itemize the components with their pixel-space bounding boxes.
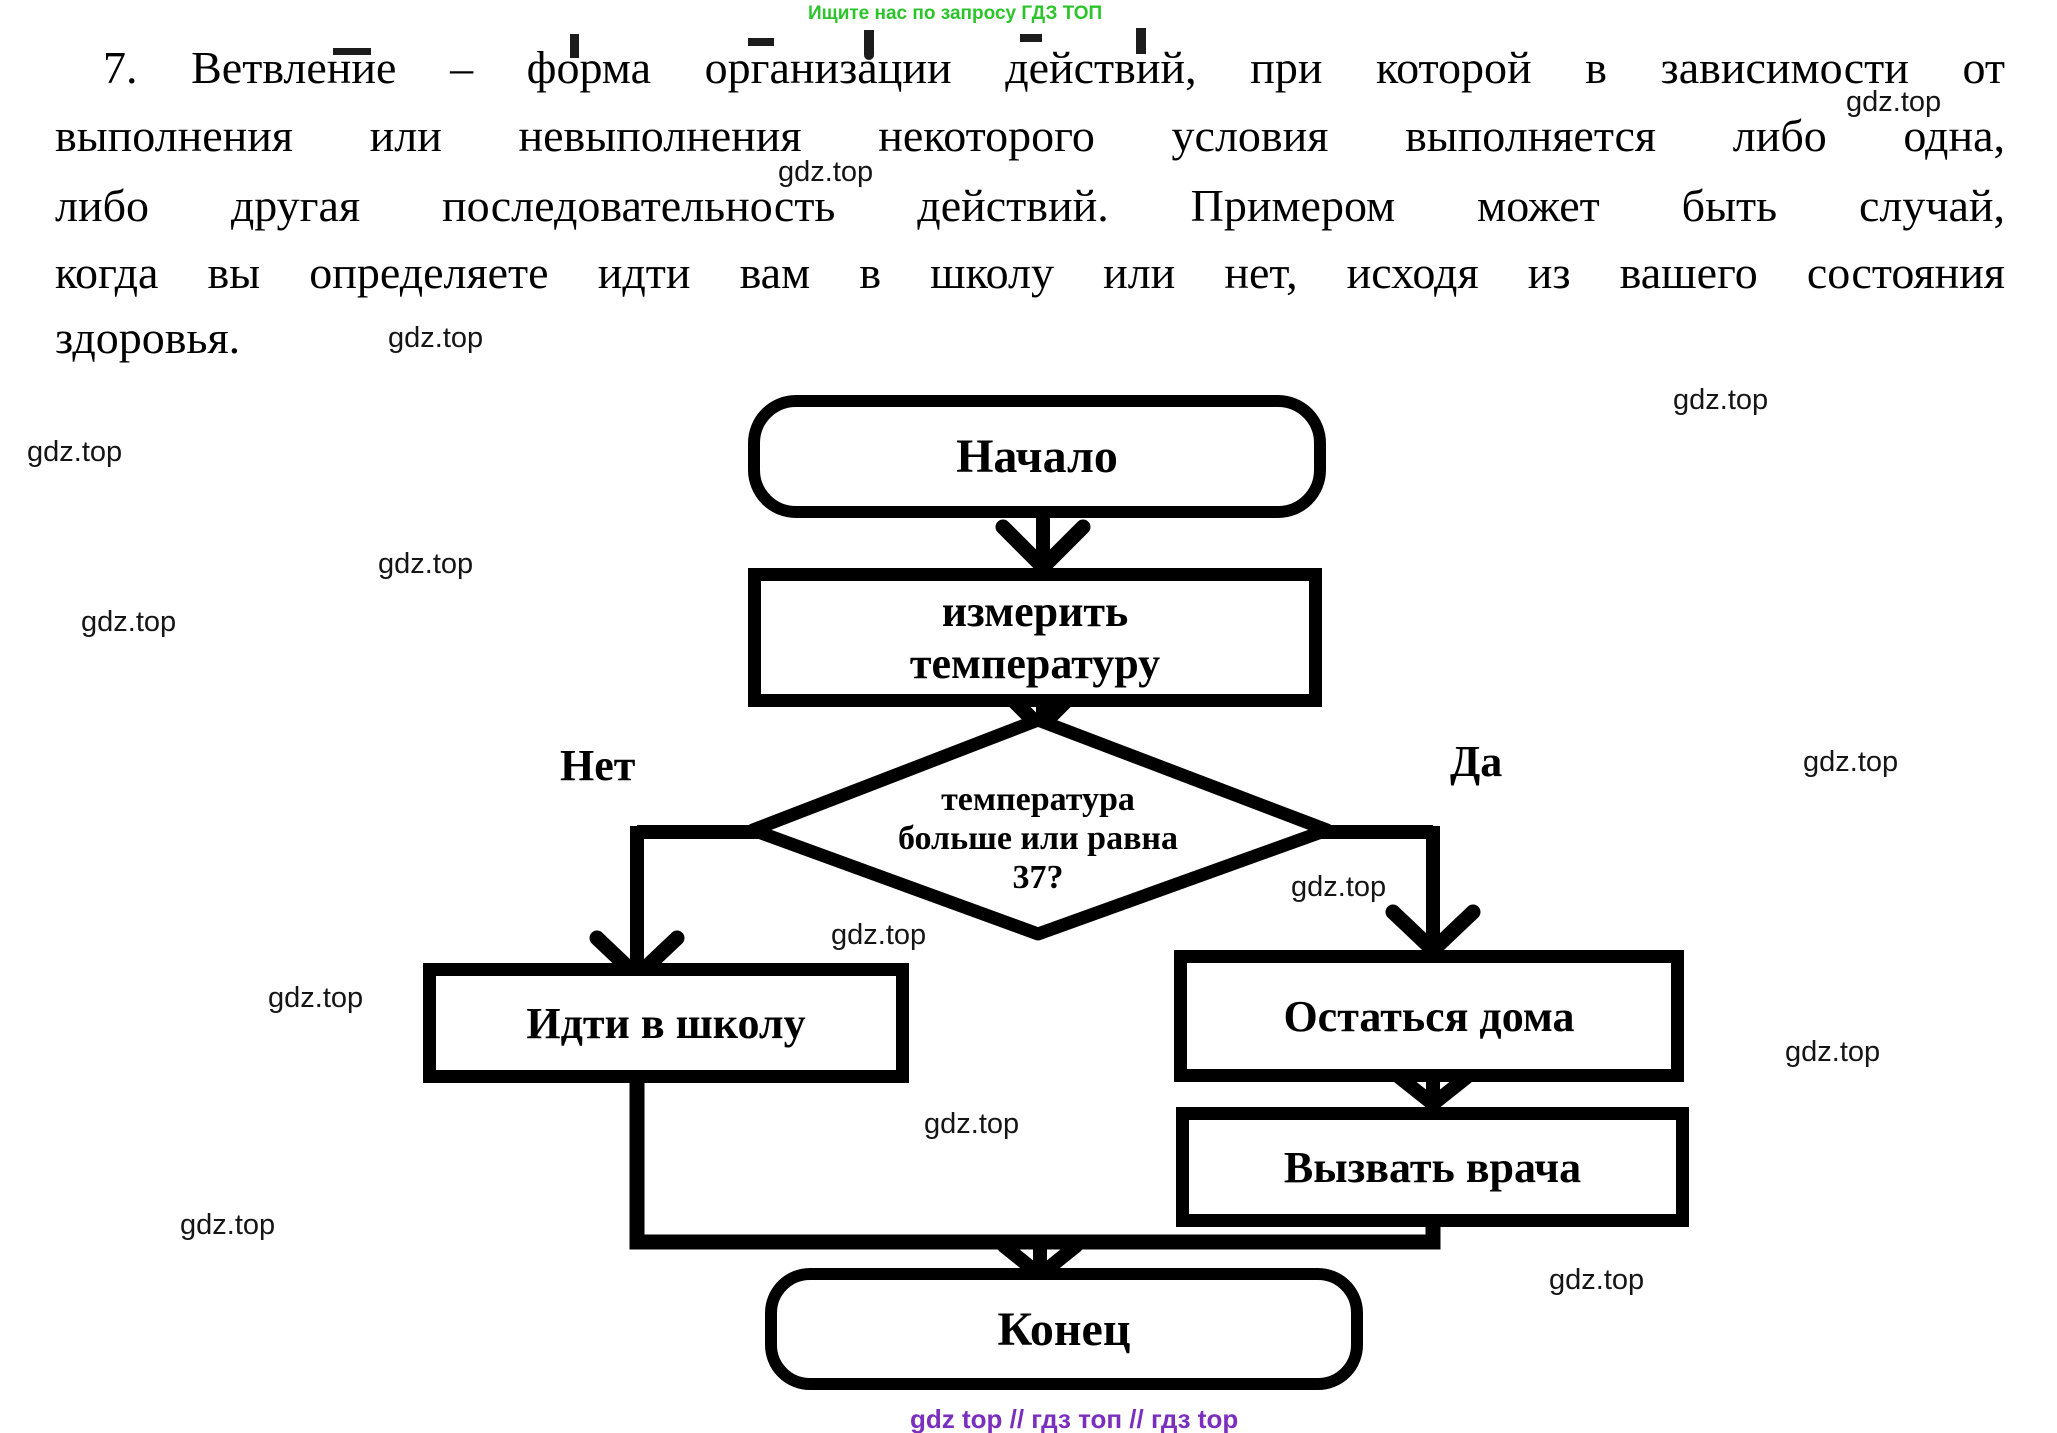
decision-line1: температура [941, 781, 1135, 818]
go-to-school-label: Идти в школу [526, 998, 806, 1048]
watermark: gdz.top [831, 919, 927, 951]
process-measure-temperature: измерить температуру [748, 568, 1322, 707]
watermark: gdz.top [268, 982, 364, 1014]
action-stay-home: Остаться дома [1174, 950, 1684, 1082]
watermark: gdz.top [1549, 1264, 1645, 1296]
watermark: gdz.top [81, 606, 177, 638]
process-label-line1: измерить [941, 586, 1129, 636]
decision-line3: 37? [1012, 859, 1064, 896]
paragraph-line: здоровья. [55, 312, 241, 363]
watermark: gdz.top [378, 548, 474, 580]
promo-banner: Ищите нас по запросу ГДЗ ТОП [808, 3, 1103, 24]
cutoff-text-fragment [333, 48, 371, 55]
watermark: gdz.top [1673, 384, 1769, 416]
action-call-doctor: Вызвать врача [1176, 1107, 1689, 1227]
paragraph-line: когда вы определяете идти вам в школу ил… [55, 247, 2005, 298]
footer-watermark: gdz top // гдз топ // гдз top [910, 1404, 1239, 1433]
watermark: gdz.top [1785, 1036, 1881, 1068]
cutoff-text-fragment [748, 38, 774, 46]
end-node: Конец [765, 1268, 1363, 1390]
cutoff-text-fragment [864, 30, 874, 60]
watermark: gdz.top [924, 1108, 1020, 1140]
watermark: gdz.top [1803, 746, 1899, 778]
process-label-line2: температуру [909, 638, 1161, 688]
start-node-label: Начало [956, 430, 1118, 483]
decision-temperature-text: температура больше или равна 37? [810, 780, 1266, 897]
watermark: gdz.top [180, 1209, 276, 1241]
stay-home-label: Остаться дома [1283, 991, 1575, 1041]
paragraph-line: либо другая последовательность действий.… [55, 180, 2005, 231]
watermark: gdz.top [1291, 871, 1387, 903]
action-go-to-school: Идти в школу [423, 963, 909, 1083]
cutoff-text-fragment [1136, 28, 1146, 54]
watermark: gdz.top [1846, 86, 1942, 118]
label-yes: Да [1450, 737, 1503, 786]
call-doctor-label: Вызвать врача [1283, 1142, 1582, 1192]
start-node: Начало [748, 395, 1326, 518]
watermark: gdz.top [388, 322, 484, 354]
label-no: Нет [560, 741, 636, 790]
cutoff-text-fragment [570, 34, 579, 58]
end-node-label: Конец [997, 1302, 1131, 1356]
watermark: gdz.top [27, 436, 123, 468]
paragraph-line: выполнения или невыполнения некоторого у… [55, 110, 2005, 161]
watermark: gdz.top [778, 156, 874, 188]
decision-line2: больше или равна [897, 820, 1179, 857]
paragraph-line: 7. Ветвление – форма организации действи… [103, 42, 2005, 93]
cutoff-text-fragment [1020, 34, 1042, 42]
